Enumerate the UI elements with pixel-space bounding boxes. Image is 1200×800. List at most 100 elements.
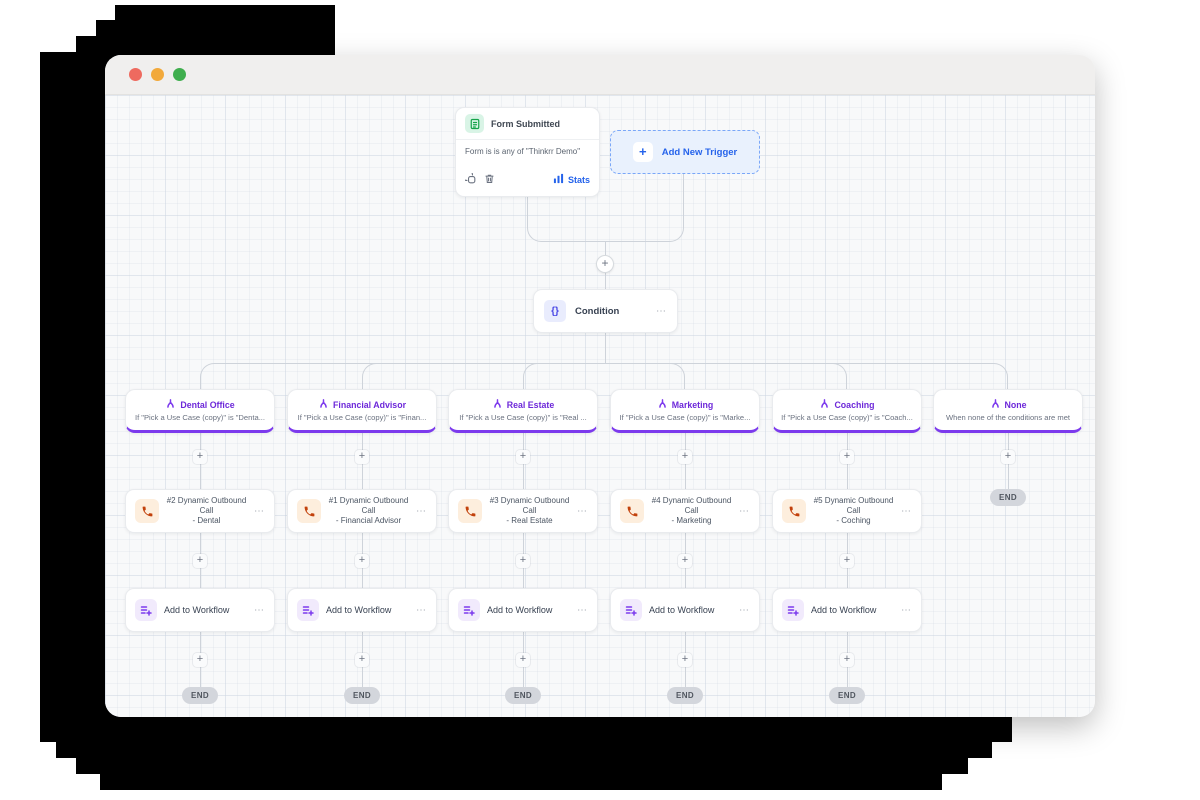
stats-button[interactable]: Stats <box>553 171 590 189</box>
connector <box>523 363 605 389</box>
more-options-icon[interactable]: ⋯ <box>254 505 265 517</box>
more-options-icon[interactable]: ⋯ <box>577 604 588 616</box>
phone-icon <box>782 499 806 523</box>
add-action-icon[interactable]: + <box>596 255 614 273</box>
plus-icon: + <box>632 142 653 162</box>
branch-node-none[interactable]: None When none of the conditions are met <box>933 389 1083 433</box>
trigger-header: Form Submitted <box>456 108 599 140</box>
workflow-add-icon <box>297 599 319 621</box>
add-step-icon[interactable]: + <box>840 653 854 667</box>
add-step-icon[interactable]: + <box>516 653 530 667</box>
more-options-icon[interactable]: ⋯ <box>416 505 427 517</box>
action-label: #4 Dynamic Outbound Call- Marketing <box>651 496 732 525</box>
more-options-icon[interactable]: ⋯ <box>739 604 750 616</box>
branch-icon <box>165 398 176 411</box>
end-badge: END <box>505 687 541 704</box>
browser-window: + + + + + + + <box>105 55 1095 717</box>
action-label: #1 Dynamic Outbound Call- Financial Advi… <box>328 496 409 525</box>
action-node-add-to-workflow[interactable]: Add to Workflow ⋯ <box>772 588 922 632</box>
branch-condition: If "Pick a Use Case (copy)" is "Marke... <box>619 413 751 422</box>
branch-condition: If "Pick a Use Case (copy)" is "Real ... <box>459 413 587 422</box>
add-step-icon[interactable]: + <box>678 653 692 667</box>
branch-condition: If "Pick a Use Case (copy)" is "Finan... <box>297 413 427 422</box>
action-node-outbound-call-realestate[interactable]: #3 Dynamic Outbound Call- Real Estate ⋯ <box>448 489 598 533</box>
branch-node-coaching[interactable]: Coaching If "Pick a Use Case (copy)" is … <box>772 389 922 433</box>
braces-icon: {} <box>544 300 566 322</box>
more-options-icon[interactable]: ⋯ <box>739 505 750 517</box>
zoom-window-button[interactable] <box>173 68 186 81</box>
action-label: #3 Dynamic Outbound Call- Real Estate <box>489 496 570 525</box>
copy-icon[interactable] <box>460 168 476 189</box>
end-badge: END <box>182 687 218 704</box>
form-icon <box>465 114 484 133</box>
add-step-icon[interactable]: + <box>355 554 369 568</box>
phone-icon <box>458 499 482 523</box>
branch-icon <box>492 398 503 411</box>
add-step-icon[interactable]: + <box>193 653 207 667</box>
action-node-add-to-workflow[interactable]: Add to Workflow ⋯ <box>610 588 760 632</box>
connector <box>605 333 606 363</box>
phone-icon <box>620 499 644 523</box>
add-step-icon[interactable]: + <box>516 554 530 568</box>
close-window-button[interactable] <box>129 68 142 81</box>
action-node-outbound-call-coaching[interactable]: #5 Dynamic Outbound Call- Coching ⋯ <box>772 489 922 533</box>
branch-name: Financial Advisor <box>333 399 406 410</box>
minimize-window-button[interactable] <box>151 68 164 81</box>
more-options-icon[interactable]: ⋯ <box>577 505 588 517</box>
action-node-outbound-call-dental[interactable]: #2 Dynamic Outbound Call- Dental ⋯ <box>125 489 275 533</box>
action-node-outbound-call-financial[interactable]: #1 Dynamic Outbound Call- Financial Advi… <box>287 489 437 533</box>
trigger-node-form-submitted[interactable]: Form Submitted Form is is any of "Thinkr… <box>455 107 600 197</box>
action-label: Add to Workflow <box>326 605 392 615</box>
add-step-icon[interactable]: + <box>355 450 369 464</box>
branch-name: Coaching <box>834 399 875 410</box>
action-node-add-to-workflow[interactable]: Add to Workflow ⋯ <box>448 588 598 632</box>
workflow-add-icon <box>782 599 804 621</box>
end-badge: END <box>667 687 703 704</box>
add-step-icon[interactable]: + <box>840 554 854 568</box>
branch-icon <box>819 398 830 411</box>
more-options-icon[interactable]: ⋯ <box>416 604 427 616</box>
add-step-icon[interactable]: + <box>1001 450 1015 464</box>
branch-node-real-estate[interactable]: Real Estate If "Pick a Use Case (copy)" … <box>448 389 598 433</box>
add-step-icon[interactable]: + <box>355 653 369 667</box>
add-new-trigger-button[interactable]: + Add New Trigger <box>610 130 760 174</box>
add-step-icon[interactable]: + <box>193 450 207 464</box>
branch-condition: When none of the conditions are met <box>945 413 1071 422</box>
condition-node[interactable]: {} Condition ⋯ <box>533 289 678 333</box>
delete-icon[interactable] <box>484 171 495 189</box>
more-options-icon[interactable]: ⋯ <box>901 505 912 517</box>
branch-node-financial-advisor[interactable]: Financial Advisor If "Pick a Use Case (c… <box>287 389 437 433</box>
add-step-icon[interactable]: + <box>516 450 530 464</box>
action-node-add-to-workflow[interactable]: Add to Workflow ⋯ <box>125 588 275 632</box>
branch-name: Marketing <box>671 399 714 410</box>
window-titlebar <box>105 55 1095 95</box>
branch-condition: If "Pick a Use Case (copy)" is "Coach... <box>781 413 913 422</box>
add-step-icon[interactable]: + <box>193 554 207 568</box>
add-step-icon[interactable]: + <box>678 554 692 568</box>
action-label: #2 Dynamic Outbound Call- Dental <box>166 496 247 525</box>
branch-icon <box>990 398 1001 411</box>
branch-icon <box>318 398 329 411</box>
connector <box>527 197 605 242</box>
connector <box>605 174 684 242</box>
connector <box>362 363 605 389</box>
branch-name: None <box>1004 399 1027 410</box>
add-step-icon[interactable]: + <box>678 450 692 464</box>
stats-label: Stats <box>567 175 590 185</box>
branch-condition: If "Pick a Use Case (copy)" is "Denta... <box>134 413 266 422</box>
add-step-icon[interactable]: + <box>840 450 854 464</box>
branch-node-dental-office[interactable]: Dental Office If "Pick a Use Case (copy)… <box>125 389 275 433</box>
bar-chart-icon <box>553 171 564 189</box>
more-options-icon[interactable]: ⋯ <box>254 604 265 616</box>
action-node-outbound-call-marketing[interactable]: #4 Dynamic Outbound Call- Marketing ⋯ <box>610 489 760 533</box>
more-options-icon[interactable]: ⋯ <box>901 604 912 616</box>
action-label: #5 Dynamic Outbound Call- Coching <box>813 496 894 525</box>
workflow-add-icon <box>458 599 480 621</box>
more-options-icon[interactable]: ⋯ <box>656 305 667 317</box>
trigger-title: Form Submitted <box>491 118 560 129</box>
end-badge: END <box>344 687 380 704</box>
action-node-add-to-workflow[interactable]: Add to Workflow ⋯ <box>287 588 437 632</box>
workflow-canvas[interactable]: + + + + + + + <box>105 95 1095 717</box>
branch-node-marketing[interactable]: Marketing If "Pick a Use Case (copy)" is… <box>610 389 760 433</box>
action-label: Add to Workflow <box>649 605 715 615</box>
